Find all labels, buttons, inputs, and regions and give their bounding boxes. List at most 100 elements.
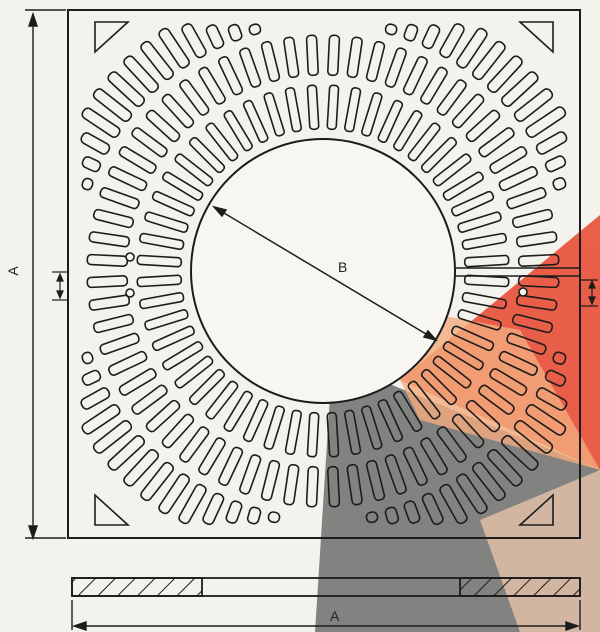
grate-slot xyxy=(465,399,501,433)
grate-slot xyxy=(242,99,269,143)
width-label: A xyxy=(330,608,340,624)
grate-slot xyxy=(403,23,419,42)
grate-slot xyxy=(513,88,554,123)
corner-slot-tl xyxy=(94,21,131,54)
grate-slot xyxy=(343,87,362,133)
grate-slot xyxy=(421,24,441,50)
grate-slot xyxy=(162,171,204,201)
grate-slot xyxy=(525,106,567,138)
grate-slot xyxy=(218,446,244,486)
grate-slot xyxy=(365,511,379,524)
grate-slot xyxy=(535,131,568,155)
grate-slot xyxy=(377,399,404,443)
grate-slot xyxy=(284,409,303,455)
grate-slot xyxy=(81,177,94,191)
grate-slot xyxy=(478,384,515,415)
grate-slot xyxy=(478,127,515,158)
grate-slot xyxy=(361,405,383,450)
grate-slot xyxy=(158,473,190,515)
bolt-hole-left-bottom xyxy=(125,288,135,298)
grate-slot xyxy=(239,454,262,495)
grate-slot xyxy=(188,136,226,174)
corner-slots xyxy=(94,21,554,526)
grate-slot xyxy=(346,463,363,506)
grate-slot xyxy=(498,166,538,192)
grate-slot xyxy=(205,380,239,420)
grate-slot xyxy=(139,291,185,310)
grate-slot xyxy=(179,79,210,116)
grate-slot xyxy=(151,190,195,217)
width-dimension xyxy=(71,600,581,631)
grate-slot xyxy=(108,166,148,192)
grate-slot xyxy=(131,127,168,158)
grate-slot xyxy=(456,27,488,69)
grate-slot xyxy=(511,208,554,229)
grate-slot xyxy=(123,55,160,94)
grate-slot xyxy=(327,465,341,508)
grate-slot xyxy=(88,231,131,248)
grate-slot xyxy=(118,146,157,174)
grate-slot xyxy=(365,459,386,502)
grate-slot xyxy=(144,309,189,331)
grate-slot xyxy=(457,309,502,331)
grate-slot xyxy=(517,253,560,267)
grate-slot xyxy=(225,500,243,524)
grate-slot xyxy=(88,294,131,311)
diameter-dimension xyxy=(211,205,439,342)
grate-slot xyxy=(246,506,262,525)
grate-slot xyxy=(107,434,146,471)
grate-slot xyxy=(260,40,281,83)
height-dimension xyxy=(25,9,66,541)
grate-slot xyxy=(198,66,226,105)
grate-slot xyxy=(305,465,319,508)
grate-slot xyxy=(326,84,340,131)
grate-slot xyxy=(456,473,488,515)
grate-slot xyxy=(92,313,135,334)
grate-slot xyxy=(174,153,214,187)
grate-slot xyxy=(511,313,554,334)
grate-slot xyxy=(99,187,140,210)
grate-slot xyxy=(223,110,253,152)
grate-slot xyxy=(365,40,386,83)
grate-slot xyxy=(451,93,485,129)
grate-slot xyxy=(451,190,495,217)
grate-slot xyxy=(205,24,225,50)
grate-slot xyxy=(188,368,226,406)
grate-plate-outline xyxy=(67,9,581,539)
grate-slot xyxy=(81,351,94,365)
grate-slot xyxy=(326,411,340,458)
grate-slot xyxy=(544,369,567,387)
grate-slot xyxy=(86,253,129,267)
grate-slot xyxy=(158,27,190,69)
grate-slot xyxy=(263,405,285,450)
grate-slot xyxy=(181,23,207,59)
grate-slot xyxy=(86,275,129,289)
grate-slot xyxy=(145,399,181,433)
grate-slot xyxy=(218,56,244,96)
grate-slot xyxy=(145,109,181,143)
grate-slot xyxy=(403,500,421,524)
grate-slot xyxy=(80,387,111,410)
grate-slot xyxy=(393,390,423,432)
grate-slot xyxy=(489,368,528,396)
grate-slot xyxy=(178,483,207,525)
grate-slot xyxy=(283,463,300,506)
grate-slot xyxy=(227,23,243,42)
grate-slot xyxy=(162,341,204,371)
grate-slot xyxy=(436,79,467,116)
grate-slot xyxy=(436,426,467,463)
grate-slot xyxy=(486,55,523,94)
grate-slot xyxy=(284,87,303,133)
grate-slot xyxy=(139,232,185,251)
slot-pattern xyxy=(80,23,568,526)
bolt-hole-right xyxy=(518,287,528,297)
grate-slot xyxy=(544,155,567,173)
grate-slot xyxy=(420,136,458,174)
grate-slot xyxy=(306,84,320,131)
section-hatch-left xyxy=(71,577,203,597)
grate-slot xyxy=(343,409,362,455)
grate-slot xyxy=(432,355,472,389)
grate-slot xyxy=(92,208,135,229)
bolt-holes xyxy=(125,252,528,298)
grate-slot xyxy=(131,384,168,415)
